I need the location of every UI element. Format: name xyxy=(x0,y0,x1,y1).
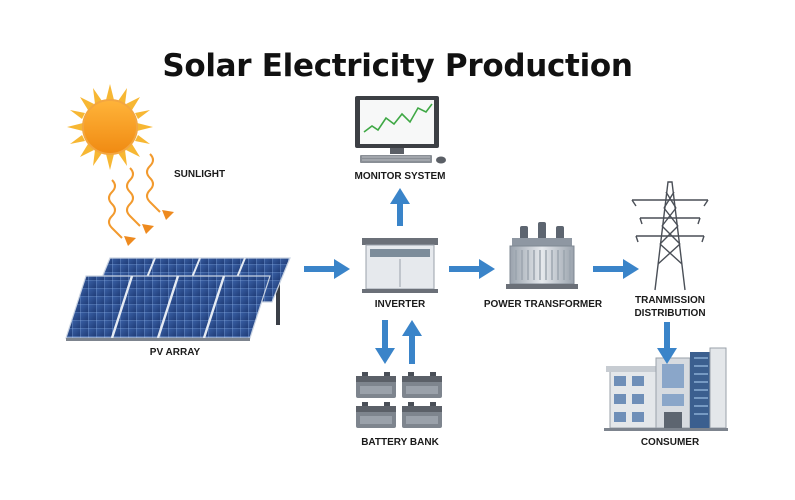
label-power-transformer: POWER TRANSFORMER xyxy=(483,299,603,310)
arrow-battery-to-inverter xyxy=(402,320,422,364)
buildings-icon xyxy=(604,347,728,431)
label-consumer: CONSUMER xyxy=(640,437,700,448)
flow-arrows xyxy=(304,188,677,364)
page-title: Solar Electricity Production xyxy=(162,48,633,84)
label-pv-array: PV ARRAY xyxy=(149,347,201,358)
arrow-transmission-to-consumer xyxy=(657,322,677,364)
arrow-inverter-to-transformer xyxy=(449,259,495,279)
arrow-pv-to-inverter xyxy=(304,259,350,279)
label-monitor-system: MONITOR SYSTEM xyxy=(354,171,446,182)
label-inverter: INVERTER xyxy=(374,299,426,310)
pylon-icon xyxy=(631,181,709,291)
label-distribution: DISTRIBUTION xyxy=(634,308,706,319)
solar-panel-icon xyxy=(65,257,291,341)
arrow-inverter-to-battery xyxy=(375,320,395,364)
label-transmission: TRANMISSION xyxy=(635,295,705,306)
label-sunlight: SUNLIGHT xyxy=(174,169,226,180)
inverter-icon xyxy=(362,238,438,293)
arrow-transformer-to-transmission xyxy=(593,259,639,279)
battery-icon xyxy=(356,372,442,428)
transformer-icon xyxy=(506,222,578,289)
label-battery-bank: BATTERY BANK xyxy=(361,437,439,448)
arrow-inverter-to-monitor xyxy=(390,188,410,226)
sun-icon xyxy=(67,84,153,170)
monitor-icon xyxy=(355,96,446,164)
sunlight-rays xyxy=(108,153,161,239)
